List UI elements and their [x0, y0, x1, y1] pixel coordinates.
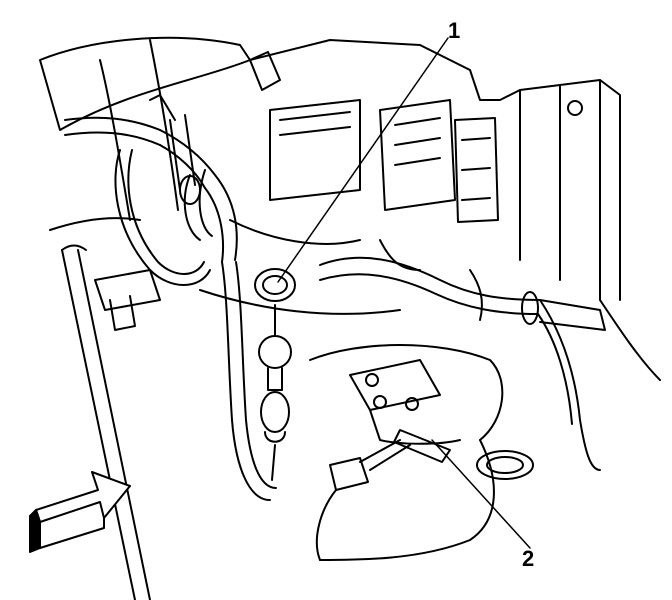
- sensor-canister: [309, 344, 534, 561]
- callout-2: 2: [522, 546, 535, 571]
- firewall-housing: [199, 39, 661, 381]
- leader-line-2: [431, 439, 531, 549]
- leader-line-1: [277, 37, 449, 283]
- callout-1: 1: [448, 18, 461, 43]
- fender-panel: [39, 36, 251, 600]
- leader-lines: [277, 37, 531, 549]
- grommet-assembly: [254, 268, 296, 481]
- wiring-harness: [64, 51, 281, 501]
- view-direction-arrow-icon: [29, 471, 131, 553]
- right-harness: [319, 239, 606, 471]
